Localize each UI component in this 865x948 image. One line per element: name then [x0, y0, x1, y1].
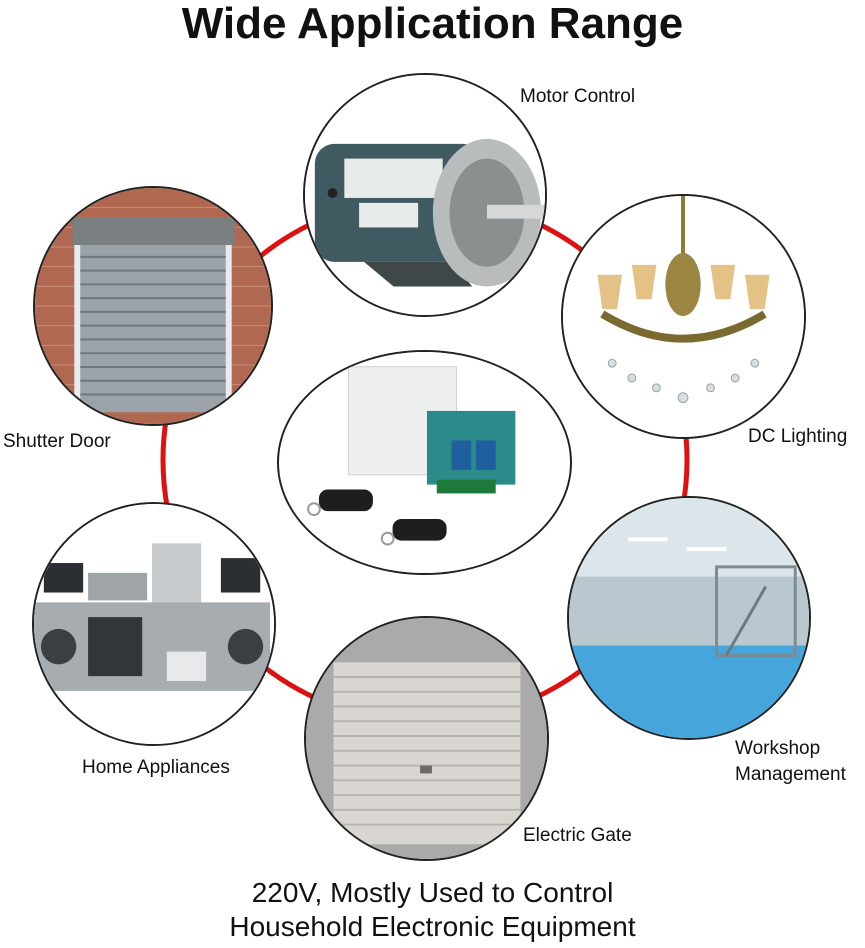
home-appliances-image: [32, 502, 276, 746]
shutter-door-label: Shutter Door: [3, 431, 111, 452]
electric-gate-label: Electric Gate: [523, 825, 632, 846]
motor-control-image: [303, 73, 547, 317]
shutter-door-image: [33, 186, 273, 426]
caption: 220V, Mostly Used to Control Household E…: [0, 876, 865, 944]
workshop-label-line2: Management: [735, 764, 846, 785]
garage-gate-icon: [306, 618, 547, 859]
page-title: Wide Application Range: [181, 0, 684, 48]
workshop-icon: [569, 498, 809, 738]
motor-control-label: Motor Control: [520, 86, 636, 107]
dc-lighting-image: [561, 194, 806, 439]
workshop-management-label: Workshop Management: [735, 736, 846, 788]
dc-lighting-label: DC Lighting: [748, 426, 848, 447]
relay-module-icon: [279, 352, 570, 573]
relay-module-image: [277, 350, 572, 575]
caption-line2: Household Electronic Equipment: [229, 911, 636, 942]
workshop-label-line1: Workshop: [735, 738, 821, 759]
shutter-door-icon: [35, 188, 271, 424]
home-appliances-label: Home Appliances: [82, 757, 230, 778]
motor-icon: [305, 75, 545, 315]
appliances-icon: [34, 504, 274, 744]
workshop-management-image: [567, 496, 811, 740]
chandelier-icon: [563, 196, 804, 437]
electric-gate-image: [304, 616, 549, 861]
caption-line1: 220V, Mostly Used to Control: [251, 877, 614, 908]
